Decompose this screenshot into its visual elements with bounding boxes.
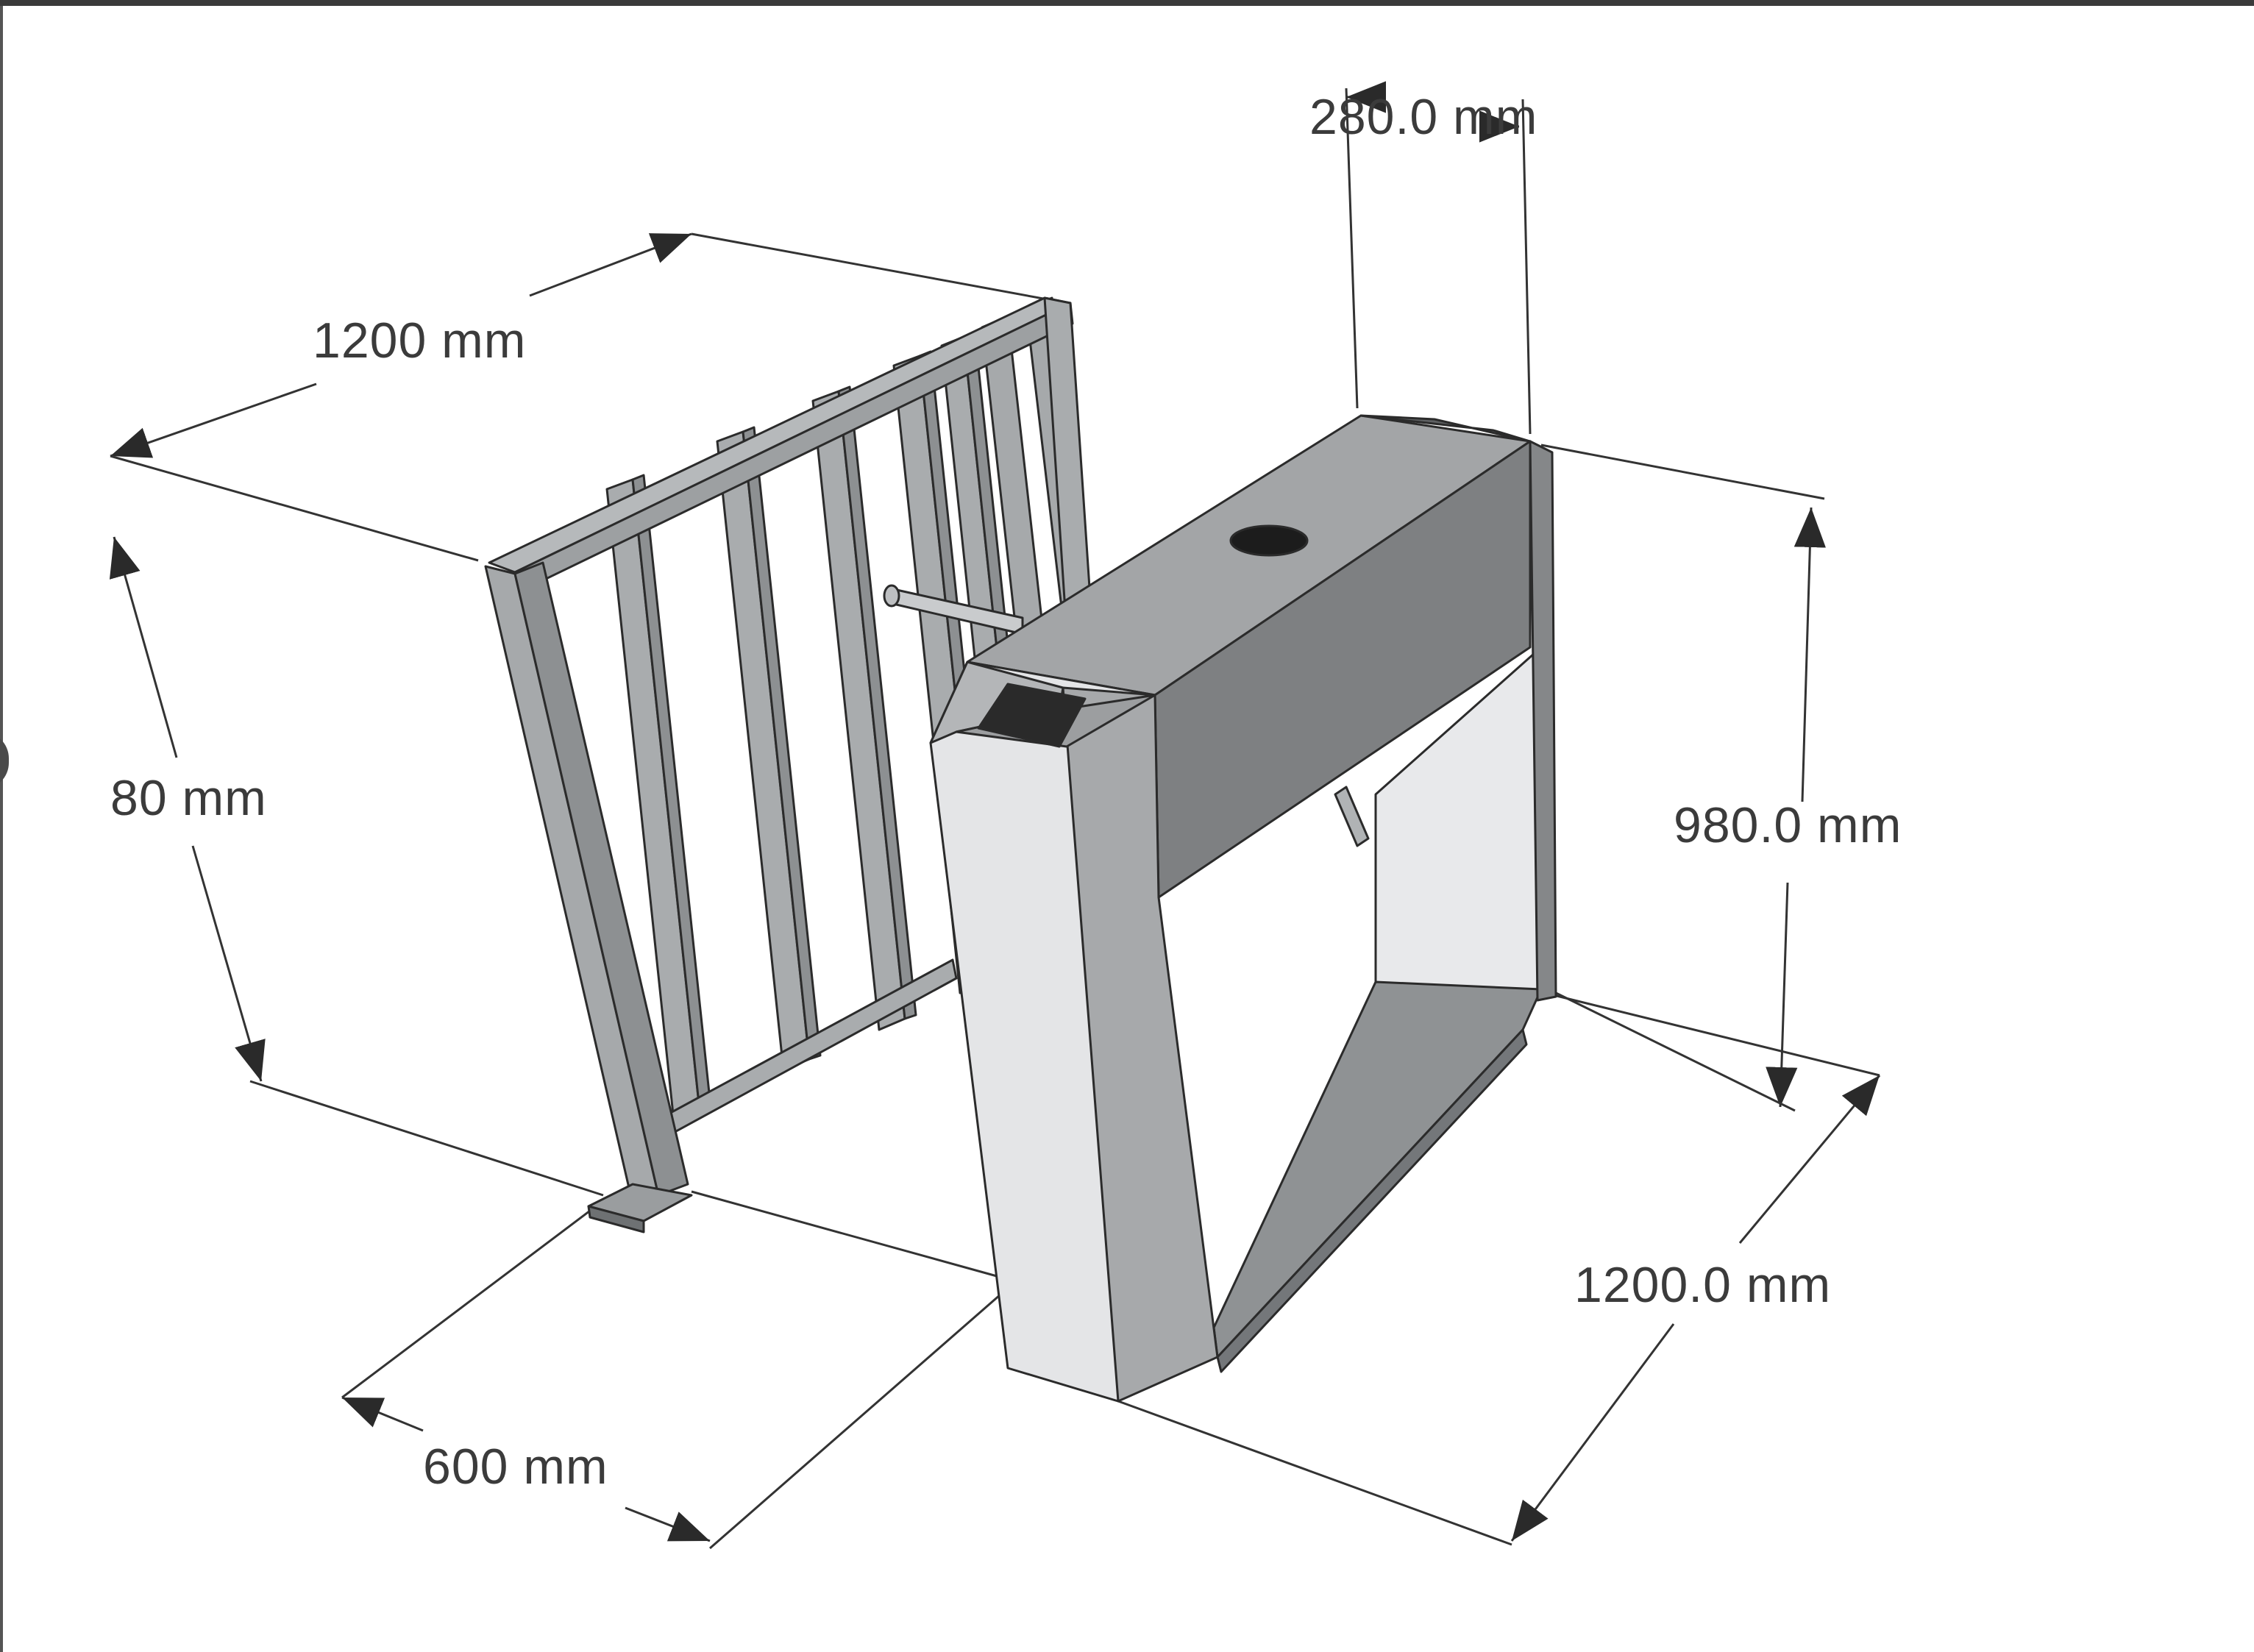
dim-turnstile-length: 1200.0 mm xyxy=(1574,1257,1831,1313)
window-left-edge xyxy=(0,6,3,1652)
dim-turnstile-height: 980.0 mm xyxy=(1674,797,1902,853)
window-top-bar xyxy=(0,0,2254,6)
dimension-labels: 1200 mm 80 mm 600 mm 280.0 mm 980.0 mm 1… xyxy=(110,89,1902,1495)
tripod-turnstile xyxy=(883,414,1557,1403)
dim-top-width: 280.0 mm xyxy=(1309,89,1537,145)
dim-gate-height: 80 mm xyxy=(110,770,267,826)
dim-gate-length: 1200 mm xyxy=(313,313,526,369)
dim-gate-depth: 600 mm xyxy=(423,1439,608,1495)
gate-dimension-lines xyxy=(109,232,1060,1550)
turnstile-dimension-lines xyxy=(1117,81,1881,1546)
